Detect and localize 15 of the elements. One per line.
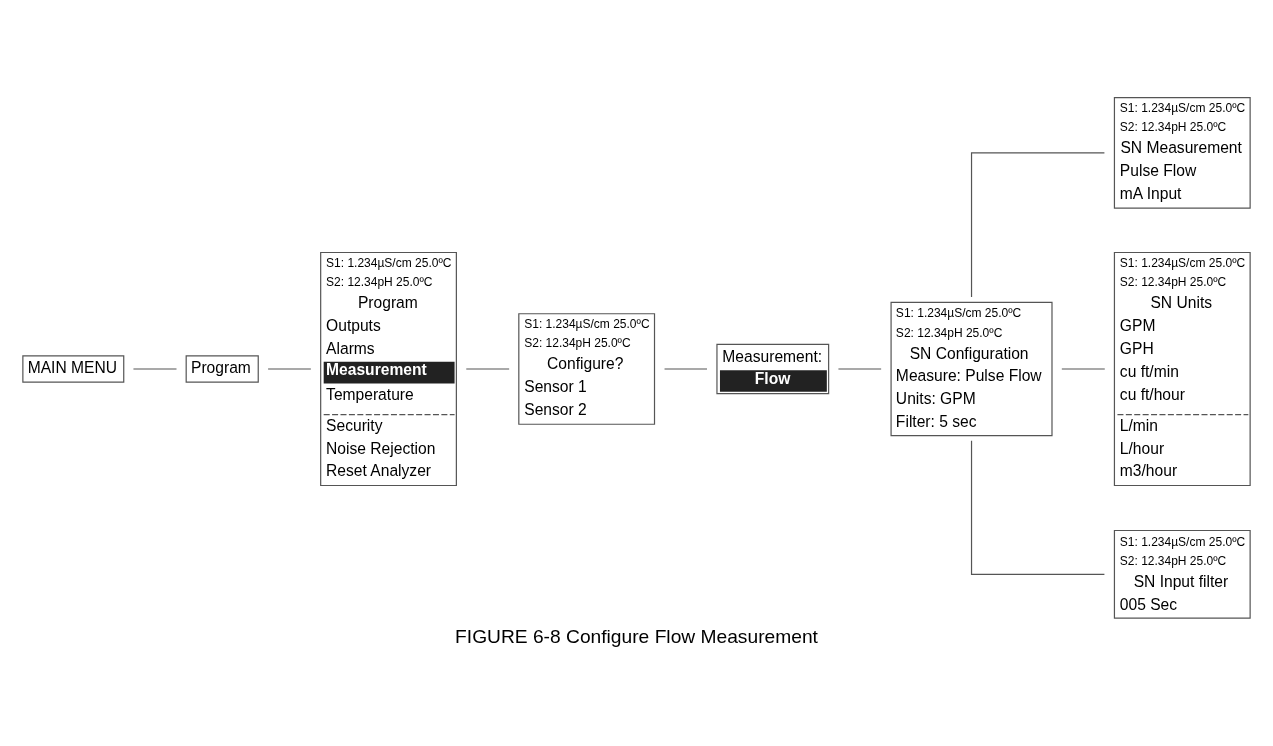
connector	[837, 367, 882, 370]
connector	[970, 439, 1105, 575]
connector	[663, 367, 708, 370]
connector	[970, 151, 1105, 298]
node-box: Program	[185, 354, 259, 383]
connector	[1061, 367, 1106, 370]
node-box: S1: 1.234µS/cm 25.0ºC S2: 12.34pH 25.0ºC SN Input filter 005 Sec	[1113, 529, 1251, 619]
connector	[132, 367, 178, 370]
connector	[267, 367, 312, 370]
node-box: MAIN MENU	[22, 354, 125, 383]
connector	[465, 367, 510, 370]
node-box: S1: 1.234µS/cm 25.0ºC S2: 12.34pH 25.0ºC Configure? Sensor 1 Sensor 2	[518, 312, 656, 425]
node-box: S1: 1.234µS/cm 25.0ºC S2: 12.34pH 25.0ºC SN Configuration Measure: Pulse Flow Units: GPM Filter: 5 sec	[890, 301, 1053, 436]
node-box: S1: 1.234µS/cm 25.0ºC S2: 12.34pH 25.0ºC SN Measurement Pulse Flow mA Input	[1113, 96, 1251, 209]
caption: FIGURE 6-8 Configure Flow Measurement	[455, 625, 818, 647]
